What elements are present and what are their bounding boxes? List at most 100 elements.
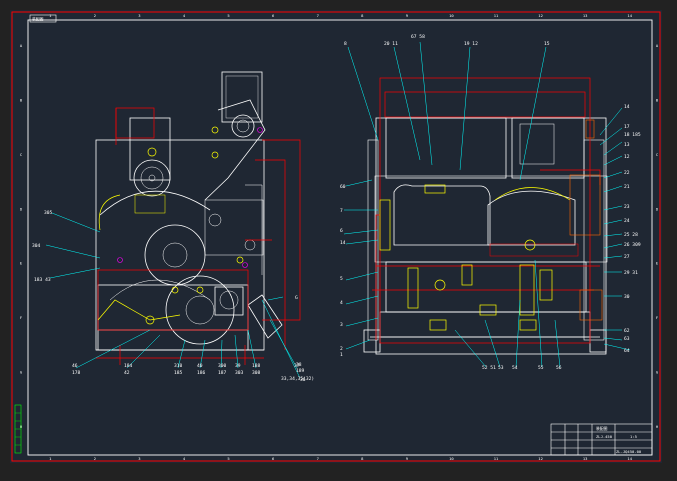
border-tick-right: C [656,152,658,157]
border-tick-left: E [20,261,23,266]
border-tick-bottom: 11 [494,456,499,461]
right-callout-right: 26 309 [624,242,641,248]
border-tick-right: B [656,98,659,103]
left-dimensions [96,107,301,365]
right-callout-right: 18 185 [624,132,641,138]
border-tick-right: H [656,424,659,429]
border-tick-top: 13 [583,13,588,18]
border-tick-right: F [656,315,659,320]
border-tick-left: A [20,43,23,48]
border-tick-bottom: 5 [227,456,229,461]
outer-border [11,11,661,462]
left-callout-label: 300 [218,363,227,369]
corner-tag: 装配图 [32,17,44,22]
border-tick-right: G [656,369,659,374]
border-tick-bottom: 7 [317,456,319,461]
right-callout-bottom: 54 [512,365,518,371]
sheet [10,10,662,463]
border-tick-bottom: 3 [138,456,140,461]
left-callout-label: 310 [174,363,183,369]
border-tick-bottom: 9 [406,456,409,461]
left-callout-label: 184 [124,363,133,369]
right-callout-left: 5 [340,276,343,282]
left-callout-label: 46 [72,363,78,369]
corner-tag-box [29,14,57,23]
right-callout-right: 29 31 [624,270,638,276]
right-callout-right: 12 [624,154,630,160]
border-tick-top: 8 [361,13,364,18]
border-tick-left: F [20,315,23,320]
left-magenta-details [117,127,263,268]
right-yellow-details [379,184,571,331]
title-scale: 1:5 [630,434,637,439]
left-callout-label: 308 [252,370,261,376]
left-callout-label: 188 [252,363,261,369]
right-callout-bottom: 56 [556,365,562,371]
border-tick-top: 6 [272,13,275,18]
right-callout-bottom: 53 [498,365,504,371]
left-callout-label: 36 [300,377,306,383]
border-tick-top: 10 [449,13,454,18]
border-tick-top: 2 [94,13,96,18]
border-tick-left: H [20,424,23,429]
left-callout-label: 38 [296,362,302,368]
left-callout-label: 187 [218,370,227,376]
right-callout-top: 8 [344,41,347,47]
right-callout-right: 22 [624,170,630,176]
left-callout-label: 303 [235,370,244,376]
border-tick-bottom: 8 [361,456,364,461]
title-code: ZLJ-450 [596,434,613,439]
right-callout-bottom: 52 51 [482,365,496,371]
right-callout-bottom: 55 [538,365,544,371]
right-leaders [343,41,631,368]
right-callout-top: 20 11 [384,41,398,47]
right-callout-top: 67 58 [411,34,425,40]
right-callout-right: 25 28 [624,232,638,238]
right-callout-top: 19 12 [464,41,478,47]
right-callout-right: 23 [624,204,630,210]
left-callout-label: 178 [72,370,81,376]
right-callout-right: 64 [624,348,630,354]
left-callout-label: 304 [32,243,41,249]
right-side-parts [569,119,603,321]
right-callout-right: 62 [624,328,630,334]
right-callout-right: 63 [624,336,630,342]
border-tick-right: E [656,261,659,266]
right-callout-top: 15 [544,41,550,47]
right-callout-right: 13 [624,142,630,148]
border-tick-left: B [20,98,23,103]
right-callout-left: 4 [340,300,343,306]
border-tick-bottom: 6 [272,456,275,461]
left-callout-label: 305 [44,210,53,216]
inner-frame [27,19,653,456]
border-tick-right: A [656,43,659,48]
border-tick-right: D [656,206,659,211]
right-callout-left: 6 [340,228,343,234]
left-callout-label: 33,34,35(32) [281,376,314,382]
right-callout-right: 14 [624,104,630,110]
left-callout-label: 186 [197,370,206,376]
border-tick-top: 12 [538,13,543,18]
border-tick-top: 5 [227,13,229,18]
border-tick-top: 14 [627,13,632,18]
right-callout-left: 7 [340,208,343,214]
border-tick-bottom: 12 [538,456,543,461]
right-callout-left: 3 [340,322,343,328]
title-block [550,423,653,456]
border-tick-top: 1 [49,13,52,18]
right-callout-right: 24 [624,218,630,224]
border-tick-left: C [20,152,22,157]
left-callout-label: 42 [124,370,130,376]
border-tick-bottom: 1 [49,456,52,461]
left-callout-label: 37 [294,363,300,369]
border-tick-top: 7 [317,13,319,18]
title-drawing-no: ZL-JQ450-00 [616,449,642,454]
left-callout-label: 185 [174,370,183,376]
border-tick-left: G [20,369,23,374]
left-yellow-details [97,126,244,325]
left-callout-label: G [295,295,298,301]
